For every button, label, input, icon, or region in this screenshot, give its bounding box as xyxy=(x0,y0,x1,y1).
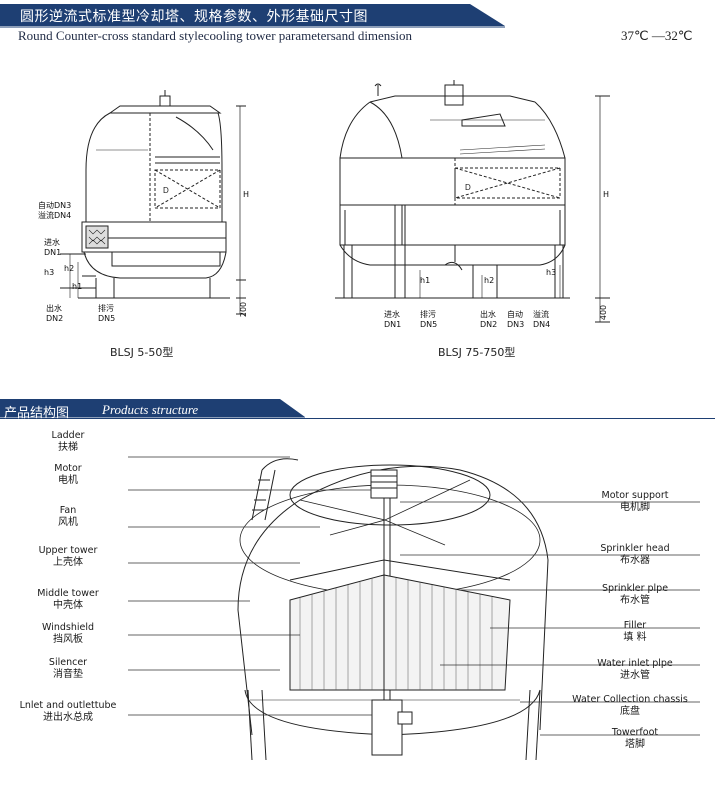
label-dn2-small: DN2 xyxy=(46,314,64,323)
label-dn3-large: DN3 xyxy=(507,320,525,329)
dim-D-small-glyph: D xyxy=(163,186,169,195)
label-overflow-large: 溢流 xyxy=(533,310,549,319)
label-h3-large: h3 xyxy=(546,268,557,277)
dimension-drawings: D xyxy=(60,80,610,323)
label-auto-large: 自动 xyxy=(507,310,523,319)
label-inlet-large: 进水 xyxy=(384,310,400,319)
svg-text:D: D xyxy=(465,183,471,192)
model-label-large: BLSJ 75-750型 xyxy=(438,346,516,359)
page-subtitle: Round Counter-cross standard stylecoolin… xyxy=(18,28,412,43)
label-h1-small: h1 xyxy=(72,282,83,291)
label-h1-large: h1 xyxy=(420,276,431,285)
large-tower-drawing: D xyxy=(335,80,610,323)
label-auto-dn3-small: 自动DN3 xyxy=(38,201,72,210)
products-title-en: Products structure xyxy=(102,402,199,417)
label-drain-large: 排污 xyxy=(420,310,436,319)
page-title: 圆形逆流式标准型冷却塔、规格参数、外形基础尺寸图 xyxy=(20,9,368,25)
label-outlet-large: 出水 xyxy=(480,310,496,319)
header-banner xyxy=(0,4,505,28)
label-drain-small: 排污 xyxy=(98,304,114,313)
label-h2-small: h2 xyxy=(64,264,75,273)
model-label-small: BLSJ 5-50型 xyxy=(110,346,174,359)
label-outlet-small: 出水 xyxy=(46,304,62,313)
label-H-small: H xyxy=(243,190,250,199)
products-divider xyxy=(0,418,715,419)
temperature-range: 37℃ —32℃ xyxy=(621,28,693,43)
label-H-large: H xyxy=(603,190,610,199)
label-inlet-small: 进水 xyxy=(44,238,60,247)
small-tower-drawing: D xyxy=(60,90,246,315)
label-dn5-small: DN5 xyxy=(98,314,116,323)
label-dn5-large: DN5 xyxy=(420,320,438,329)
label-dn2-large: DN2 xyxy=(480,320,498,329)
label-dn1-small: DN1 xyxy=(44,248,62,257)
label-overflow-dn4-small: 溢流DN4 xyxy=(38,211,72,220)
label-dn4-large: DN4 xyxy=(533,320,551,329)
label-dn1-large: DN1 xyxy=(384,320,402,329)
label-h2-large: h2 xyxy=(484,276,495,285)
label-h3-small: h3 xyxy=(44,268,55,277)
products-title-cn: 产品结构图 xyxy=(4,406,70,421)
